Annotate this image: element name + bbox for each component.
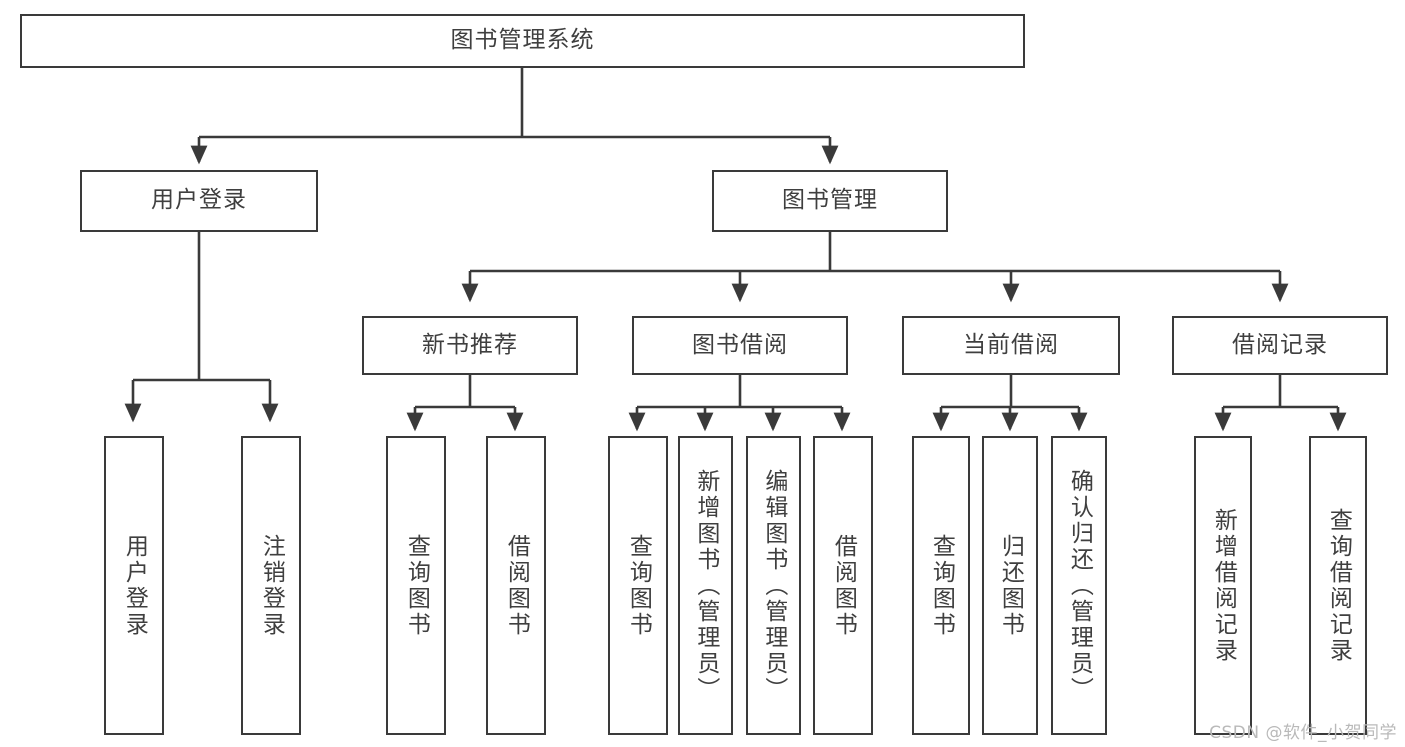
node-leaf-return-book[interactable]: 归还图书 [982,436,1038,735]
node-leaf-logout-login[interactable]: 注销登录 [241,436,301,735]
node-leaf-edit-book-label: 编辑图书（管理员） [760,468,787,703]
node-leaf-add-book-label: 新增图书（管理员） [692,468,719,703]
node-leaf-confirm-return[interactable]: 确认归还（管理员） [1051,436,1107,735]
node-leaf-query-book-2[interactable]: 查询图书 [608,436,668,735]
node-leaf-confirm-return-label: 确认归还（管理员） [1066,468,1093,703]
node-borrow-record[interactable]: 借阅记录 [1172,316,1388,375]
node-leaf-add-book[interactable]: 新增图书（管理员） [678,436,733,735]
node-book-manage[interactable]: 图书管理 [712,170,948,232]
node-leaf-query-book-1-label: 查询图书 [403,533,430,638]
node-leaf-return-book-label: 归还图书 [997,533,1024,638]
node-leaf-user-login-label: 用户登录 [121,533,148,638]
node-root-label: 图书管理系统 [450,27,595,54]
node-book-manage-label: 图书管理 [782,187,878,214]
node-leaf-borrow-book-1-label: 借阅图书 [503,533,530,638]
node-leaf-add-record[interactable]: 新增借阅记录 [1194,436,1252,735]
node-leaf-borrow-book-2-label: 借阅图书 [830,533,857,638]
node-leaf-query-book-3[interactable]: 查询图书 [912,436,970,735]
node-root[interactable]: 图书管理系统 [20,14,1025,68]
node-leaf-query-book-2-label: 查询图书 [625,533,652,638]
node-user-login[interactable]: 用户登录 [80,170,318,232]
node-leaf-add-record-label: 新增借阅记录 [1210,507,1237,664]
node-current-borrow-label: 当前借阅 [963,331,1059,358]
node-current-borrow[interactable]: 当前借阅 [902,316,1120,375]
watermark: CSDN @软件_小贺同学 [1209,723,1397,743]
node-new-book-recommend[interactable]: 新书推荐 [362,316,578,375]
node-user-login-label: 用户登录 [151,187,247,214]
node-leaf-query-record[interactable]: 查询借阅记录 [1309,436,1367,735]
node-book-borrow[interactable]: 图书借阅 [632,316,848,375]
node-leaf-borrow-book-2[interactable]: 借阅图书 [813,436,873,735]
node-new-book-recommend-label: 新书推荐 [422,331,518,358]
node-leaf-query-book-3-label: 查询图书 [928,533,955,638]
node-leaf-edit-book[interactable]: 编辑图书（管理员） [746,436,801,735]
node-leaf-user-login[interactable]: 用户登录 [104,436,164,735]
node-leaf-query-book-1[interactable]: 查询图书 [386,436,446,735]
node-book-borrow-label: 图书借阅 [692,331,788,358]
node-leaf-query-record-label: 查询借阅记录 [1325,507,1352,664]
node-borrow-record-label: 借阅记录 [1232,331,1328,358]
node-leaf-borrow-book-1[interactable]: 借阅图书 [486,436,546,735]
node-leaf-logout-login-label: 注销登录 [258,533,285,638]
